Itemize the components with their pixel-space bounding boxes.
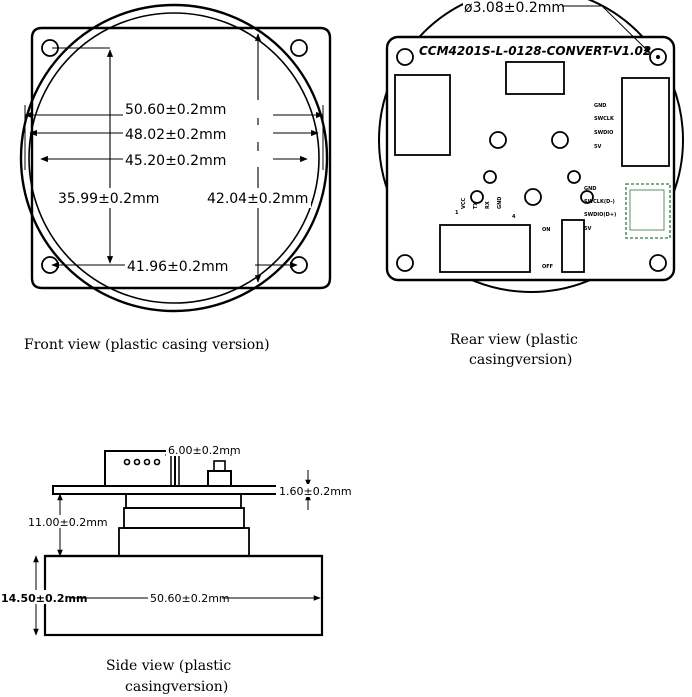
side-dim-1-60: 1.60±0.2mm — [279, 485, 352, 498]
rear-lamp-4 — [567, 170, 581, 184]
front-square-casing — [30, 26, 332, 290]
side-view-caption-2: casingversion) — [125, 679, 228, 695]
rear-pin-upper-2: SWCLK — [594, 116, 615, 122]
front-dim-35-99: 35.99±0.2mm — [58, 191, 159, 207]
front-dim-42-04: 42.04±0.2mm — [207, 191, 308, 207]
rear-hole-bl — [396, 254, 414, 272]
rear-hole-dim: ø3.08±0.2mm — [464, 0, 565, 16]
side-labels: 6.00±0.2mm 1.60±0.2mm 11.00±0.2mm 14.50±… — [0, 443, 352, 695]
rear-pin-upper-3: SWDIO — [594, 130, 613, 136]
front-outer-ring — [19, 3, 329, 313]
rear-vpin-4: GND — [497, 197, 503, 209]
rear-hole-leader — [562, 5, 651, 54]
front-dim-50-60: 50.60±0.2mm — [125, 102, 226, 118]
side-dim-6-00: 6.00±0.2mm — [168, 444, 241, 457]
side-lens-base — [118, 527, 250, 557]
rear-switch-off: OFF — [542, 264, 553, 270]
rear-connector-left — [394, 74, 451, 156]
side-view-caption-1: Side view (plastic — [106, 658, 231, 674]
rear-lens-outline — [378, 0, 684, 293]
rear-view-caption-1: Rear view (plastic — [450, 332, 578, 348]
rear-lamp-2 — [551, 131, 569, 149]
side-button — [207, 470, 232, 487]
side-dim-14-50: 14.50±0.2mm — [1, 592, 87, 605]
rear-pin-number-1: 1 — [455, 210, 459, 216]
rear-hole-br — [649, 254, 667, 272]
rear-pcb-board — [385, 35, 676, 282]
rear-view-caption-2: casingversion) — [469, 352, 572, 368]
rear-pin-upper-1: GND — [594, 103, 606, 109]
rear-connector-top — [505, 61, 565, 95]
rear-usb-header — [625, 183, 671, 239]
front-view-caption: Front view (plastic casing version) — [24, 337, 270, 353]
rear-switch-on: ON — [542, 227, 550, 233]
rear-board-title: CCM4201S-L-0128-CONVERT-V1.02 — [419, 44, 651, 58]
front-inner-ring — [28, 12, 320, 304]
rear-labels: ø3.08±0.2mm CCM4201S-L-0128-CONVERT-V1.0… — [419, 0, 651, 368]
rear-view — [378, 0, 684, 293]
rear-vpin-2: TX — [473, 202, 479, 209]
front-dim-45-20: 45.20±0.2mm — [125, 153, 226, 169]
front-dim-48-02: 48.02±0.2mm — [125, 127, 226, 143]
side-lens-middle — [123, 507, 245, 529]
rear-hole-tl — [396, 48, 414, 66]
rear-pin-lower-1: GND — [584, 186, 596, 192]
rear-lamp-6 — [524, 188, 542, 206]
rear-lamp-7 — [580, 190, 594, 204]
side-dim-50-60: 50.60±0.2mm — [150, 592, 230, 605]
front-labels: 50.60±0.2mm 48.02±0.2mm 45.20±0.2mm 35.9… — [24, 100, 311, 353]
front-dim-41-96: 41.96±0.2mm — [127, 259, 228, 275]
rear-pin-upper-4: 5V — [594, 144, 601, 150]
rear-vpin-3: RX — [485, 201, 491, 209]
rear-pin-number-4: 4 — [512, 214, 516, 220]
side-view — [33, 450, 334, 637]
side-lens-upper — [125, 493, 242, 509]
rear-lamp-3 — [483, 170, 497, 184]
rear-lamp-5 — [470, 190, 484, 204]
rear-pin-lower-3: SWDIO(D+) — [584, 212, 616, 218]
side-connector-body — [104, 450, 176, 487]
rear-connector-right — [621, 77, 670, 167]
side-dim-11-00: 11.00±0.2mm — [28, 516, 108, 529]
rear-connector-bottom — [439, 224, 531, 273]
rear-pin-lower-2: SWCLK(D-) — [584, 199, 615, 205]
rear-vpin-1: VCC — [461, 197, 467, 209]
rear-hole-tr — [649, 48, 667, 66]
rear-pin-lower-4: 5V — [584, 226, 591, 232]
rear-switch — [561, 219, 585, 273]
front-hole-tr — [290, 39, 308, 57]
rear-lamp-1 — [489, 131, 507, 149]
